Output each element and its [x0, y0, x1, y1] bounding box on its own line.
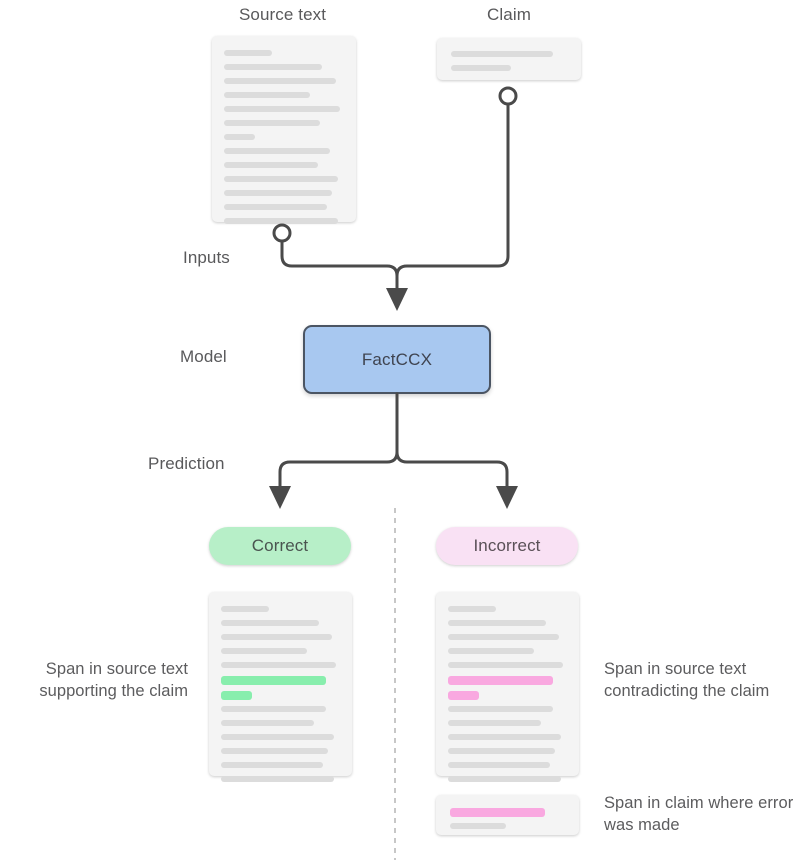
prediction-pill-correct[interactable]: Correct [209, 527, 351, 565]
arrowhead-into-incorrect [496, 486, 518, 509]
text-line [448, 748, 556, 754]
claim-title: Claim [487, 5, 531, 24]
correct-evidence-lines [209, 592, 352, 782]
text-line [224, 134, 256, 140]
text-line [224, 50, 272, 56]
source-text-title: Source text [238, 5, 327, 24]
stage-label-model: Model [180, 347, 227, 366]
text-line [221, 634, 332, 640]
text-line [451, 51, 554, 57]
text-line [221, 706, 326, 712]
text-line [221, 762, 324, 768]
prediction-incorrect-label: Incorrect [473, 536, 541, 555]
text-line [448, 720, 541, 726]
caption-supporting-span: Span in source text supporting the claim [39, 660, 188, 700]
incorrect-evidence-document[interactable] [436, 592, 579, 782]
text-line [448, 762, 551, 768]
prediction-correct-label: Correct [251, 536, 309, 555]
arrowhead-into-correct [269, 486, 291, 509]
text-line [448, 648, 534, 654]
stage-label-inputs: Inputs [183, 248, 230, 267]
text-line [224, 148, 330, 154]
stage-label-prediction: Prediction [148, 454, 225, 473]
caption-contradicting-span: Span in source text contradicting the cl… [604, 660, 770, 700]
highlighted-span-green [221, 691, 252, 700]
text-line [450, 823, 507, 829]
source-text-lines [212, 36, 356, 224]
wire-to-correct [278, 450, 399, 488]
text-line [224, 162, 318, 168]
text-line [221, 776, 335, 782]
text-line [221, 620, 319, 626]
text-line [448, 606, 496, 612]
text-line [448, 620, 546, 626]
highlighted-span-green [221, 676, 326, 685]
text-line [448, 776, 562, 782]
text-line [224, 78, 336, 84]
correct-evidence-document[interactable] [209, 592, 352, 782]
wire-claim-to-model [395, 102, 510, 290]
text-line [221, 720, 314, 726]
highlighted-span-pink [448, 691, 479, 700]
source-text-connector-ring [272, 223, 292, 243]
claim-card-lines [437, 38, 581, 92]
highlighted-span-pink [448, 676, 553, 685]
model-box-factccx[interactable]: FactCCX [303, 325, 491, 394]
text-line [221, 662, 337, 668]
text-line [448, 634, 559, 640]
wire-to-incorrect [395, 450, 509, 488]
highlighted-span-pink [450, 808, 546, 817]
text-line [221, 734, 335, 740]
text-line [224, 120, 320, 126]
claim-card[interactable] [437, 38, 581, 80]
text-line [221, 606, 269, 612]
text-line [448, 706, 553, 712]
wire-source-to-model [280, 239, 399, 290]
text-line [224, 92, 311, 98]
text-line [224, 64, 323, 70]
error-claim-lines [436, 795, 579, 850]
text-line [448, 734, 562, 740]
error-claim-card[interactable] [436, 795, 579, 835]
text-line [451, 65, 512, 71]
text-line [224, 106, 341, 112]
incorrect-evidence-lines [436, 592, 579, 782]
text-line [224, 218, 338, 224]
prediction-pill-incorrect[interactable]: Incorrect [436, 527, 578, 565]
model-box-label: FactCCX [361, 349, 433, 369]
text-line [224, 190, 332, 196]
text-line [224, 176, 338, 182]
arrowhead-into-model [386, 288, 408, 311]
caption-error-span: Span in claim where error was made [604, 794, 794, 834]
text-line [221, 648, 307, 654]
text-line [448, 662, 564, 668]
text-line [221, 748, 329, 754]
source-text-document[interactable] [212, 36, 356, 224]
text-line [224, 204, 328, 210]
